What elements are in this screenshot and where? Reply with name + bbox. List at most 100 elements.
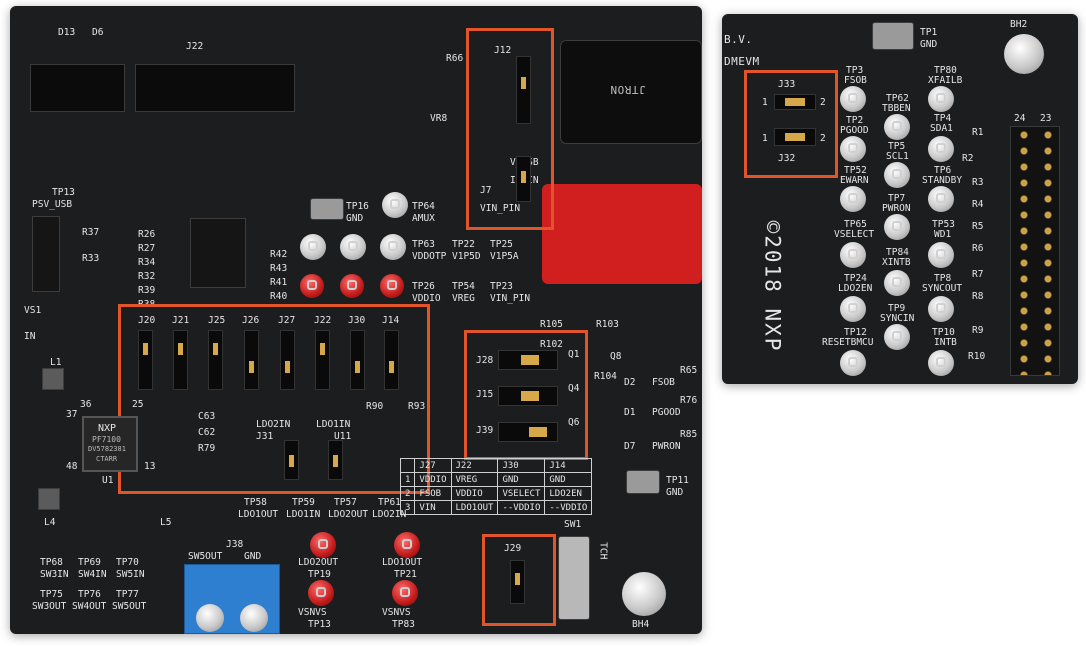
label-tp4: TP4 bbox=[934, 113, 952, 124]
pushbutton-sw1[interactable] bbox=[558, 536, 590, 620]
label-tp63: TP63 bbox=[412, 239, 435, 250]
table-row: 1 VDDIO VREG GND GND bbox=[399, 472, 593, 487]
tp3-test-point[interactable] bbox=[840, 86, 866, 112]
table-cell: VIN bbox=[414, 500, 452, 515]
jumper-j28[interactable] bbox=[498, 350, 558, 370]
screw-terminal-2[interactable] bbox=[240, 604, 268, 632]
tp62-test-point[interactable] bbox=[884, 114, 910, 140]
label-r10: R10 bbox=[968, 351, 986, 362]
jumper-j33[interactable] bbox=[774, 94, 816, 110]
jumper-j21[interactable] bbox=[173, 330, 188, 390]
label-tp5: TP5 bbox=[888, 141, 906, 152]
label-d13: D13 bbox=[58, 27, 76, 38]
label-j15: J15 bbox=[476, 389, 494, 400]
label-tp59: TP59 bbox=[292, 497, 315, 508]
label-tp8: TP8 bbox=[934, 273, 952, 284]
tp-red-3[interactable] bbox=[380, 274, 404, 298]
inductor-l1 bbox=[42, 368, 64, 390]
table-header-blank bbox=[399, 458, 416, 473]
label-r42: R42 bbox=[270, 249, 288, 260]
label-r7: R7 bbox=[972, 269, 984, 280]
jumper-ldo1in[interactable] bbox=[328, 440, 343, 480]
highlight-j33-j32 bbox=[744, 70, 838, 178]
jumper-j22[interactable] bbox=[315, 330, 330, 390]
label-ldo2out-tp19: LDO2OUT bbox=[298, 557, 339, 568]
tp10-test-point[interactable] bbox=[928, 350, 954, 376]
label-r102: R102 bbox=[540, 339, 563, 350]
tp13-red[interactable] bbox=[308, 580, 334, 606]
tp6-test-point[interactable] bbox=[928, 186, 954, 212]
jumper-j26[interactable] bbox=[244, 330, 259, 390]
label-vreg: VREG bbox=[452, 293, 475, 304]
label-vddotp: VDDOTP bbox=[412, 251, 447, 262]
tp-white-3[interactable] bbox=[380, 234, 406, 260]
label-jtron: JTRON bbox=[610, 83, 646, 96]
highlight-j12-j7 bbox=[466, 28, 554, 230]
label-c62: C62 bbox=[198, 427, 216, 438]
label-r8: R8 bbox=[972, 291, 984, 302]
jumper-j29[interactable] bbox=[510, 560, 525, 604]
tp80-test-point[interactable] bbox=[928, 86, 954, 112]
label-tp19: TP19 bbox=[308, 569, 331, 580]
label-tp26: TP26 bbox=[412, 281, 435, 292]
table-cell: GND bbox=[544, 472, 593, 487]
tp9-test-point[interactable] bbox=[884, 324, 910, 350]
jumper-j32[interactable] bbox=[774, 128, 816, 146]
tp2-test-point[interactable] bbox=[840, 136, 866, 162]
jumper-j25[interactable] bbox=[208, 330, 223, 390]
label-tp9: TP9 bbox=[888, 303, 906, 314]
tp-white-1[interactable] bbox=[300, 234, 326, 260]
tp-red-2[interactable] bbox=[340, 274, 364, 298]
tp24-test-point[interactable] bbox=[840, 296, 866, 322]
tp64-test-point[interactable] bbox=[382, 192, 408, 218]
label-dmevm: DMEVM bbox=[724, 55, 760, 68]
tp-white-2[interactable] bbox=[340, 234, 366, 260]
label-scl1: SCL1 bbox=[886, 151, 909, 162]
screw-terminal-1[interactable] bbox=[196, 604, 224, 632]
label-tp64-amux: AMUX bbox=[412, 213, 435, 224]
jumper-j27[interactable] bbox=[280, 330, 295, 390]
jumper-j7[interactable] bbox=[516, 156, 531, 202]
table-header-j22: J22 bbox=[450, 458, 499, 473]
tp19-red[interactable] bbox=[310, 532, 336, 558]
tp5-test-point[interactable] bbox=[884, 162, 910, 188]
tp52-test-point[interactable] bbox=[840, 186, 866, 212]
tp4-test-point[interactable] bbox=[928, 136, 954, 162]
label-bv: B.V. bbox=[724, 33, 753, 46]
highlight-jumper-block bbox=[118, 304, 430, 494]
label-c63: C63 bbox=[198, 411, 216, 422]
jumper-j20[interactable] bbox=[138, 330, 153, 390]
tp8-test-point[interactable] bbox=[928, 296, 954, 322]
tp53-test-point[interactable] bbox=[928, 242, 954, 268]
label-j20: J20 bbox=[138, 315, 156, 326]
label-j26: J26 bbox=[242, 315, 260, 326]
label-r90: R90 bbox=[366, 401, 384, 412]
label-tp70: TP70 bbox=[116, 557, 139, 568]
tp84-test-point[interactable] bbox=[884, 270, 910, 296]
jumper-j39[interactable] bbox=[498, 422, 558, 442]
tp65-test-point[interactable] bbox=[840, 242, 866, 268]
label-tp84: TP84 bbox=[886, 247, 909, 258]
jumper-j14[interactable] bbox=[384, 330, 399, 390]
jumper-j15[interactable] bbox=[498, 386, 558, 406]
jumper-j30[interactable] bbox=[350, 330, 365, 390]
label-j32-pin1: 1 bbox=[762, 133, 768, 144]
label-j7: J7 bbox=[480, 185, 492, 196]
tp83-red[interactable] bbox=[392, 580, 418, 606]
label-chip-u1: U1 bbox=[102, 475, 114, 486]
tp7-test-point[interactable] bbox=[884, 214, 910, 240]
tp12-test-point[interactable] bbox=[840, 350, 866, 376]
label-r37: R37 bbox=[82, 227, 100, 238]
jumper-j12[interactable] bbox=[516, 56, 531, 124]
label-v1p5d: V1P5D bbox=[452, 251, 481, 262]
label-xfailb: XFAILB bbox=[928, 75, 963, 86]
label-standby: STANDBY bbox=[922, 175, 963, 186]
tp-red-1[interactable] bbox=[300, 274, 324, 298]
label-sw5out: SW5OUT bbox=[112, 601, 147, 612]
label-tp24: TP24 bbox=[844, 273, 867, 284]
label-sw5in: SW5IN bbox=[116, 569, 145, 580]
tp21-red[interactable] bbox=[394, 532, 420, 558]
label-vddio: VDDIO bbox=[412, 293, 441, 304]
label-r3: R3 bbox=[972, 177, 984, 188]
jumper-j31[interactable] bbox=[284, 440, 299, 480]
